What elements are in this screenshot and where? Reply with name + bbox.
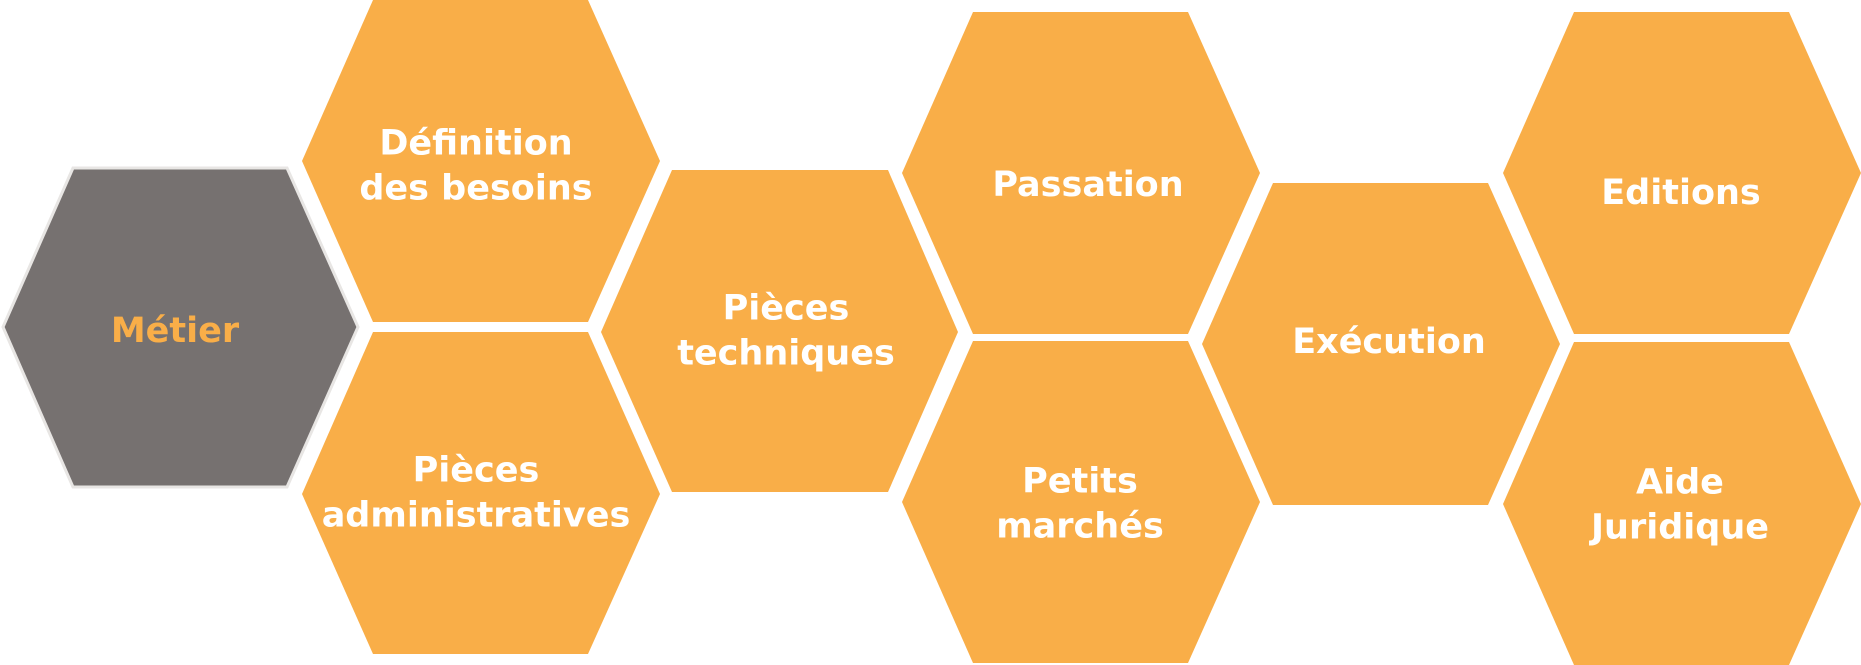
hex-node-metier[interactable]: Métier (1, 166, 360, 489)
hexagon-shape (1202, 183, 1560, 505)
hex-label-definition-des-besoins-line-2: des besoins (359, 169, 592, 209)
hex-label-petits-marches-line-2: marchés (996, 507, 1164, 547)
hex-label-passation-line-1: Passation (992, 165, 1183, 205)
hex-label-pieces-administratives-line-2: administratives (322, 496, 631, 536)
hex-label-pieces-administratives-line-1: Pièces (413, 451, 540, 491)
hex-label-pieces-techniques-line-2: techniques (677, 334, 895, 374)
hex-node-definition-des-besoins[interactable]: Définition des besoins (302, 0, 660, 322)
hex-label-aide-juridique-line-2: Juridique (1589, 508, 1769, 548)
hexagon-shape (601, 170, 958, 492)
hexagon-shape (302, 0, 660, 322)
hex-node-petits-marches[interactable]: Petits marchés (902, 341, 1260, 663)
hex-label-definition-des-besoins-line-1: Définition (379, 124, 572, 164)
hex-node-passation[interactable]: Passation (902, 12, 1260, 334)
hex-node-editions[interactable]: Editions (1503, 12, 1861, 334)
hex-node-pieces-administratives[interactable]: Pièces administratives (302, 332, 660, 654)
hex-label-editions-line-1: Editions (1601, 173, 1760, 213)
hex-node-pieces-techniques[interactable]: Pièces techniques (601, 170, 958, 492)
hexagon-shape (1503, 12, 1861, 334)
hexagon-shape (1503, 342, 1861, 665)
hex-label-petits-marches-line-1: Petits (1022, 462, 1138, 502)
hexagon-shape (902, 12, 1260, 334)
hexagon-shape (1, 166, 360, 489)
hexagon-shape (902, 341, 1260, 663)
hexagon-shape (302, 332, 660, 654)
hex-node-execution[interactable]: Exécution (1202, 183, 1560, 505)
hex-label-execution-line-1: Exécution (1292, 322, 1486, 362)
hex-label-aide-juridique-line-1: Aide (1636, 463, 1724, 503)
hex-label-pieces-techniques-line-1: Pièces (723, 289, 850, 329)
hex-label-metier-line-1: Métier (111, 311, 240, 351)
